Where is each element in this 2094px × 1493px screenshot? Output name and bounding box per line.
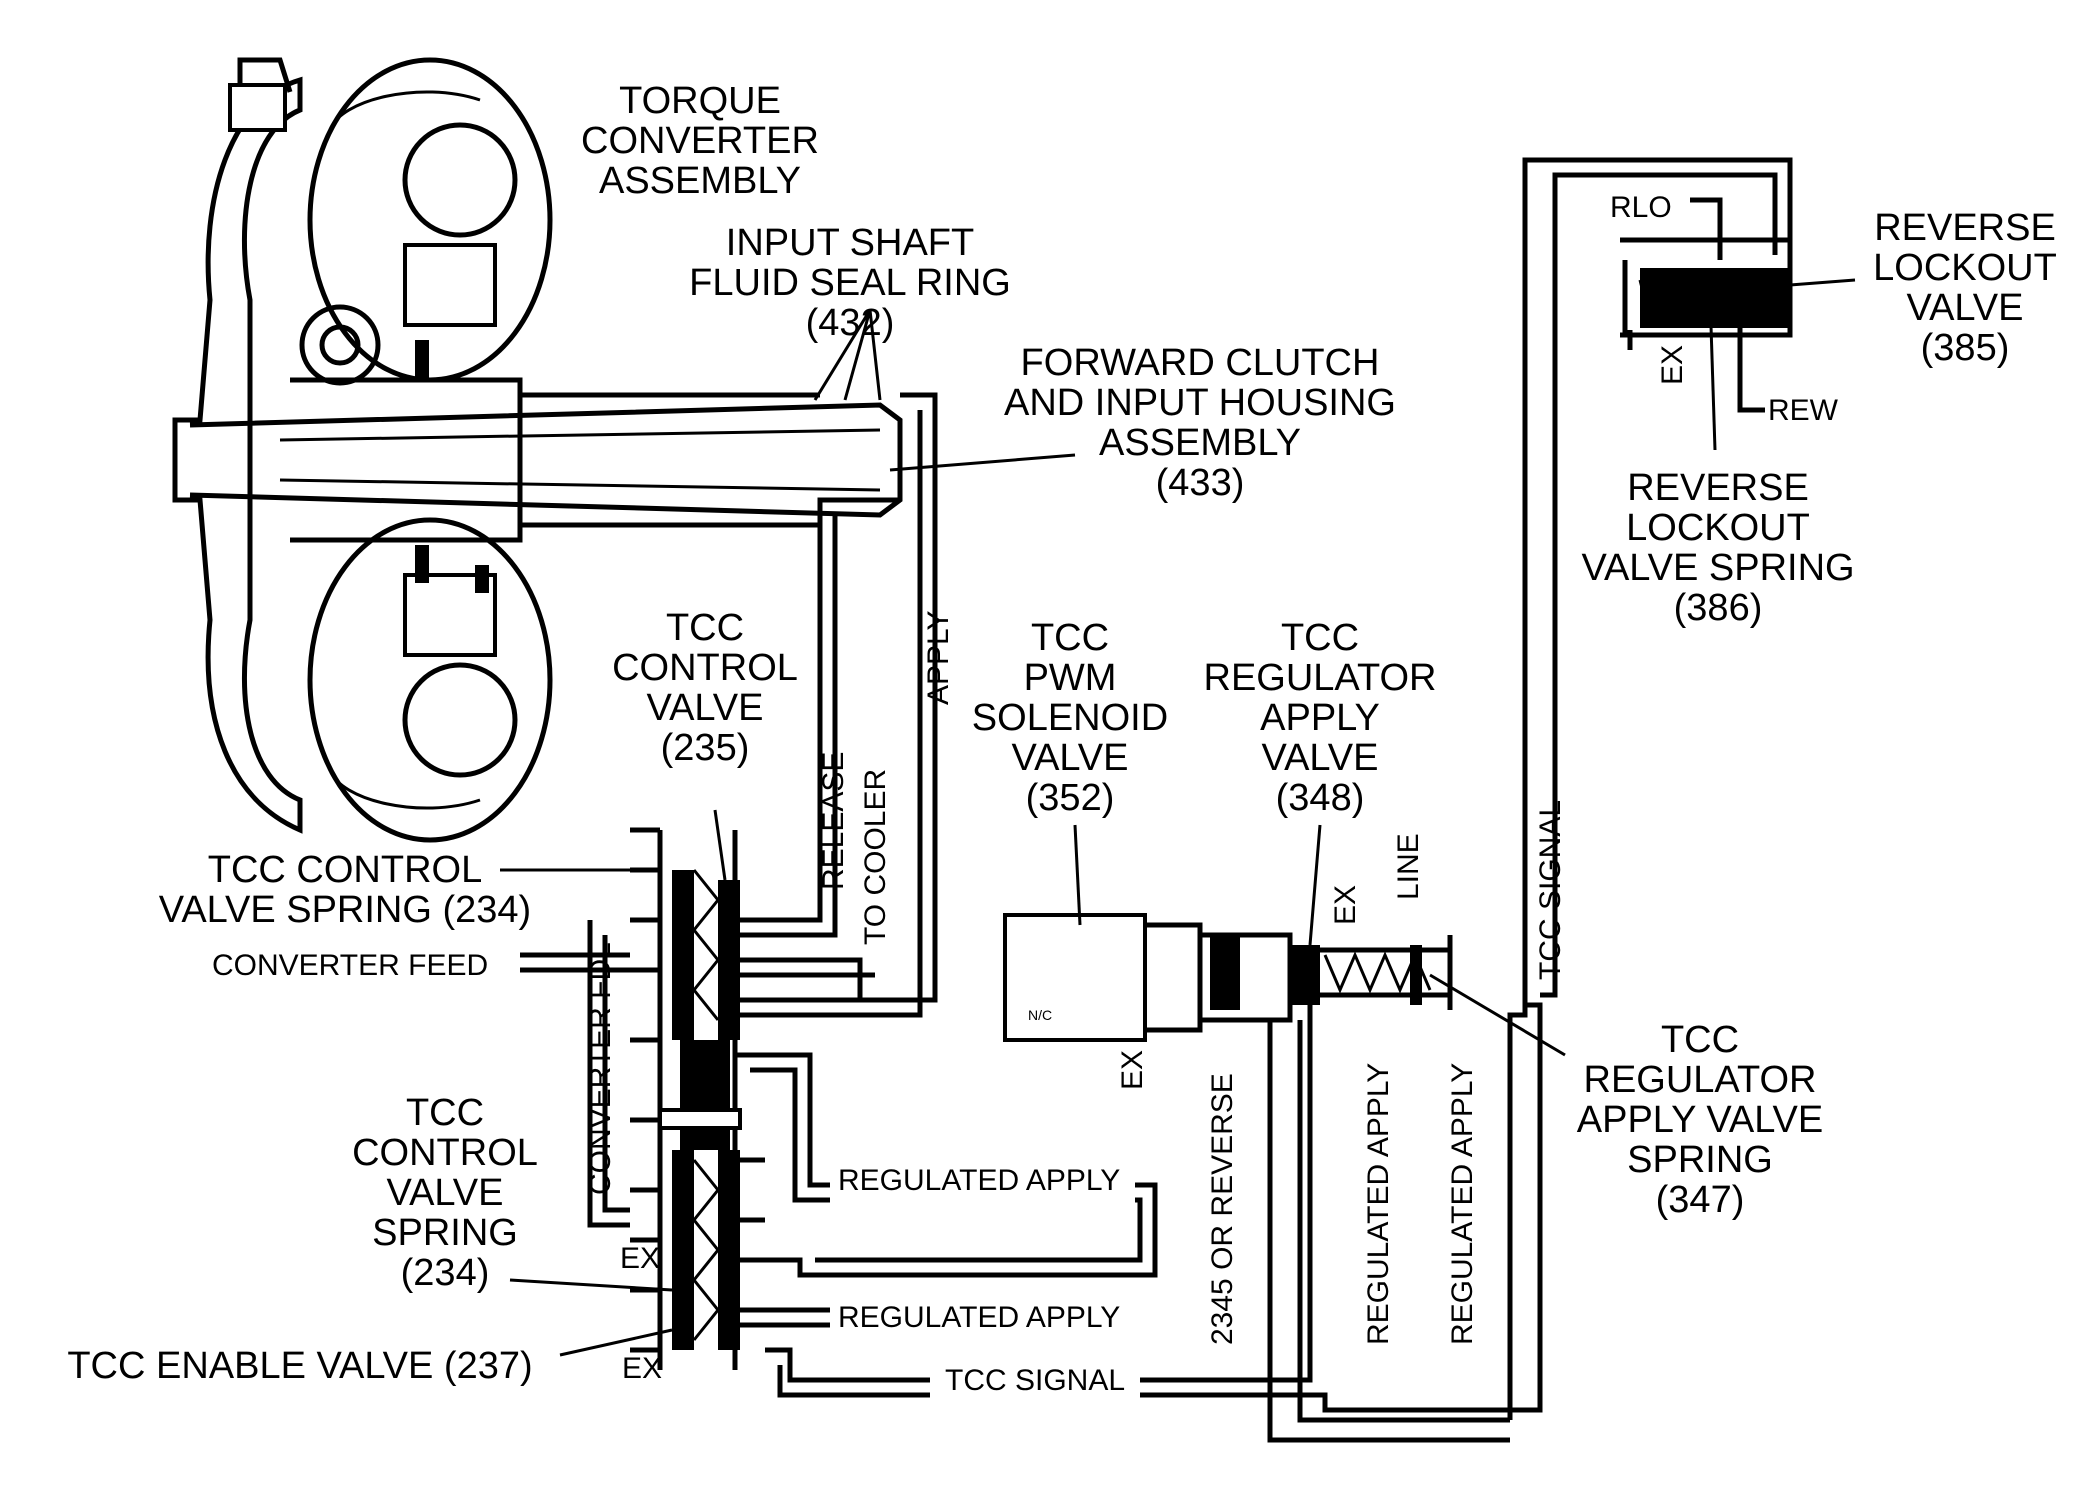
- reverse-2345-label: 2345 OR REVERSE: [1206, 1073, 1239, 1345]
- pointer-lines: [500, 278, 1856, 1357]
- apply-label: APPLY: [922, 611, 955, 706]
- forward-clutch-label-1: FORWARD CLUTCH: [1021, 342, 1380, 384]
- tcc-control-valve-spring-bottom-label-1: TCC: [406, 1092, 484, 1134]
- reverse-lockout-valve-label-3: VALVE: [1907, 287, 2024, 329]
- tcc-regulator-apply-spring-label-2: REGULATOR: [1584, 1059, 1817, 1101]
- to-cooler-label: TO COOLER: [859, 769, 892, 945]
- rew-label: REW: [1768, 394, 1839, 427]
- regulated-apply-v1-label: REGULATED APPLY: [1362, 1063, 1395, 1345]
- tcc-pwm-solenoid-label-5: (352): [1026, 777, 1115, 819]
- tcc-control-valve-label-1: TCC: [666, 607, 744, 649]
- ex-bottom-label: EX: [622, 1352, 662, 1385]
- pwm-solenoid-drawing: [1003, 913, 1453, 1042]
- ex-mid-label: EX: [620, 1242, 660, 1275]
- tcc-control-valve-spring-bottom-label-3: VALVE: [387, 1172, 504, 1214]
- tcc-regulator-apply-valve-label-2: REGULATOR: [1204, 657, 1437, 699]
- input-shaft-seal-label-2: FLUID SEAL RING: [689, 262, 1011, 304]
- input-shaft-seal-label-1: INPUT SHAFT: [726, 222, 974, 264]
- tcc-regulator-apply-spring-label-3: APPLY VALVE: [1577, 1099, 1823, 1141]
- tcc-control-valve-label-4: (235): [661, 727, 750, 769]
- torque-converter-drawing: [172, 57, 903, 843]
- tcc-pwm-solenoid-label-2: PWM: [1024, 657, 1117, 699]
- tcc-control-valve-label-3: VALVE: [647, 687, 764, 729]
- ex-top-label: EX: [1656, 345, 1689, 385]
- tcc-regulator-apply-spring-label-1: TCC: [1661, 1019, 1739, 1061]
- tcc-enable-valve-label: TCC ENABLE VALVE (237): [67, 1345, 532, 1387]
- reverse-lockout-valve-label-4: (385): [1921, 327, 2010, 369]
- ex-solenoid-label: EX: [1116, 1050, 1149, 1090]
- tcc-regulator-apply-spring-label-4: SPRING: [1627, 1139, 1773, 1181]
- tcc-pwm-solenoid-label-1: TCC: [1031, 617, 1109, 659]
- tcc-regulator-apply-spring-label-5: (347): [1656, 1179, 1745, 1221]
- tcc-regulator-apply-valve-label-1: TCC: [1281, 617, 1359, 659]
- tcc-regulator-apply-valve-label-3: APPLY: [1260, 697, 1380, 739]
- reverse-lockout-valve-label-2: LOCKOUT: [1873, 247, 2057, 289]
- tcc-signal-v-label: TCC SIGNAL: [1534, 800, 1567, 980]
- nc-label: N/C: [1028, 1007, 1052, 1023]
- torque-converter-label-1: TORQUE: [619, 80, 781, 122]
- line-label: LINE: [1392, 833, 1425, 900]
- converter-feed-label: CONVERTER FEED: [212, 949, 488, 982]
- tcc-control-valve-spring-bottom-label-2: CONTROL: [352, 1132, 538, 1174]
- tcc-regulator-apply-valve-label-5: (348): [1276, 777, 1365, 819]
- torque-converter-label-3: ASSEMBLY: [599, 160, 801, 202]
- reverse-lockout-spring-label-3: VALVE SPRING: [1581, 547, 1854, 589]
- ex-regulator-label: EX: [1329, 885, 1362, 925]
- tcc-control-valve-label-2: CONTROL: [612, 647, 798, 689]
- tcc-pwm-solenoid-label-3: SOLENOID: [972, 697, 1168, 739]
- torque-converter-label-2: CONVERTER: [581, 120, 819, 162]
- tcc-pwm-solenoid-label-4: VALVE: [1012, 737, 1129, 779]
- tcc-regulator-apply-valve-label-4: VALVE: [1262, 737, 1379, 779]
- input-shaft-seal-label-3: (432): [806, 302, 895, 344]
- reverse-lockout-spring-label-4: (386): [1674, 587, 1763, 629]
- converter-fdl-label: CONVERTER FDL: [584, 942, 617, 1195]
- regulated-apply-2-label: REGULATED APPLY: [838, 1301, 1120, 1334]
- tcc-control-valve-spring-bottom-label-5: (234): [401, 1252, 490, 1294]
- reverse-lockout-valve-drawing: [1620, 237, 1793, 338]
- release-label: RELEASE: [817, 752, 850, 890]
- regulated-apply-v2-label: REGULATED APPLY: [1446, 1063, 1479, 1345]
- tcc-valve-body: [630, 827, 765, 1370]
- tcc-signal-h-label: TCC SIGNAL: [945, 1364, 1125, 1397]
- reverse-lockout-spring-label-2: LOCKOUT: [1626, 507, 1810, 549]
- reverse-lockout-spring-label-1: REVERSE: [1627, 467, 1809, 509]
- tcc-control-valve-spring-top-label-1: TCC CONTROL: [208, 849, 482, 891]
- rlo-label: RLO: [1610, 191, 1672, 224]
- forward-clutch-label-4: (433): [1156, 462, 1245, 504]
- tcc-control-valve-spring-bottom-label-4: SPRING: [372, 1212, 518, 1254]
- regulated-apply-1-label: REGULATED APPLY: [838, 1164, 1120, 1197]
- reverse-lockout-valve-label-1: REVERSE: [1874, 207, 2056, 249]
- forward-clutch-label-2: AND INPUT HOUSING: [1004, 382, 1396, 424]
- forward-clutch-label-3: ASSEMBLY: [1099, 422, 1301, 464]
- tcc-control-valve-spring-top-label-2: VALVE SPRING (234): [159, 889, 531, 931]
